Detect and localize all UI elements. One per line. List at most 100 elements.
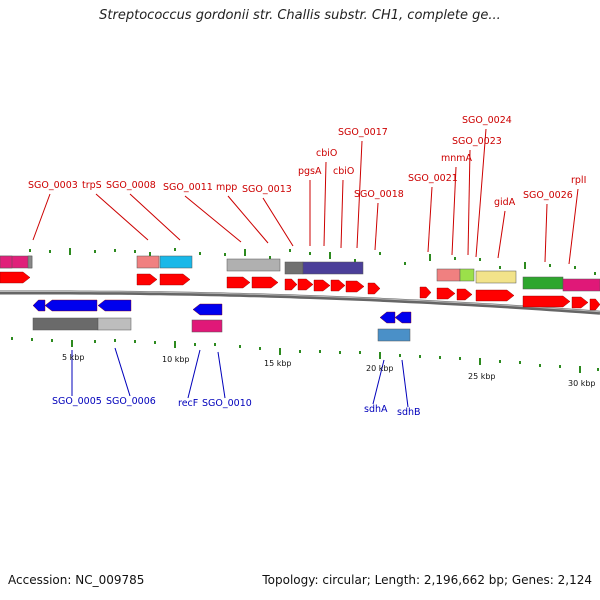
- top-leader-line: [340, 179, 344, 249]
- forward-gene-arrow: [226, 276, 251, 289]
- forward-gene-arrow: [589, 298, 600, 311]
- reverse-gene-arrow: [192, 303, 223, 316]
- scale-label: 20 kbp: [366, 364, 394, 373]
- top-gene-label: mnmA: [441, 153, 473, 164]
- top-gene-label: SGO_0021: [408, 173, 458, 184]
- forward-gene-arrow: [419, 286, 432, 299]
- diagram-title: Streptococcus gordonii str. Challis subs…: [99, 8, 501, 23]
- top-leader-line: [129, 193, 181, 241]
- top-leader-line: [427, 186, 433, 253]
- feature-box: [284, 261, 304, 275]
- top-leader-line: [568, 188, 579, 265]
- bottom-leader-line: [114, 347, 131, 397]
- top-gene-label: SGO_0008: [106, 180, 156, 191]
- feature-box: [522, 276, 564, 290]
- top-gene-label: SGO_0011: [163, 182, 213, 193]
- feature-box: [0, 255, 13, 269]
- feature-box: [226, 258, 281, 272]
- top-leader-line: [475, 128, 487, 258]
- forward-gene-arrow: [456, 288, 473, 301]
- forward-gene-arrow: [136, 273, 158, 286]
- forward-gene-arrow: [475, 289, 515, 302]
- feature-box: [436, 268, 461, 282]
- reverse-gene-arrow: [379, 311, 396, 324]
- top-gene-label: mpp: [216, 182, 237, 193]
- top-gene-label: cbiO: [316, 148, 337, 159]
- top-gene-label: gidA: [494, 197, 516, 208]
- feature-box: [562, 278, 600, 292]
- forward-gene-arrow: [284, 278, 298, 291]
- scale-label: 10 kbp: [162, 355, 190, 364]
- top-gene-label: pgsA: [298, 166, 322, 177]
- bottom-leader-line: [372, 359, 385, 405]
- top-gene-label: SGO_0023: [452, 136, 502, 147]
- feature-box: [27, 255, 33, 269]
- top-leader-line: [227, 195, 269, 244]
- top-leader-line: [467, 149, 471, 256]
- backbone-highlight: [0, 291, 600, 313]
- top-gene-label: SGO_0018: [354, 189, 404, 200]
- top-gene-label: SGO_0013: [242, 184, 292, 195]
- bottom-leader-line: [401, 359, 409, 408]
- bottom-gene-label: sdhA: [364, 404, 388, 415]
- forward-gene-arrow: [0, 271, 31, 284]
- bottom-gene-label: sdhB: [397, 407, 421, 418]
- forward-gene-arrow: [297, 278, 314, 291]
- forward-gene-arrow: [571, 296, 589, 309]
- feature-tracks: [0, 255, 600, 342]
- feature-box: [377, 328, 411, 342]
- feature-box: [191, 319, 223, 333]
- top-leader-line: [451, 166, 457, 256]
- top-gene-label: SGO_0017: [338, 127, 388, 138]
- label-leader-lines: [32, 128, 579, 408]
- backbone: [0, 290, 600, 315]
- bottom-leader-line: [187, 349, 201, 399]
- scale-label: 30 kbp: [568, 379, 596, 388]
- reverse-gene-arrow: [44, 299, 98, 312]
- top-gene-label: trpS: [82, 180, 102, 191]
- forward-gene-arrow: [159, 273, 191, 286]
- forward-gene-arrow: [251, 276, 279, 289]
- backbone-line: [0, 290, 600, 315]
- reverse-gene-arrow: [394, 311, 412, 324]
- tick-marks: [11, 248, 599, 373]
- top-leader-line: [184, 195, 242, 243]
- top-gene-label: SGO_0024: [462, 115, 512, 126]
- scale-label: 15 kbp: [264, 359, 292, 368]
- scale-label: 5 kbp: [62, 353, 84, 362]
- bottom-gene-label: recF: [178, 398, 198, 409]
- feature-box: [97, 317, 132, 331]
- feature-box: [302, 261, 364, 275]
- reverse-gene-arrow: [97, 299, 132, 312]
- top-leader-line: [544, 203, 548, 263]
- gene-arrows: [0, 271, 600, 324]
- top-gene-label: cbiO: [333, 166, 354, 177]
- bottom-gene-label: SGO_0006: [106, 396, 156, 407]
- feature-box: [475, 270, 517, 284]
- forward-gene-arrow: [367, 282, 381, 295]
- feature-box: [136, 255, 160, 269]
- top-gene-label: SGO_0026: [523, 190, 573, 201]
- top-leader-line: [356, 140, 363, 249]
- forward-gene-arrow: [330, 279, 346, 292]
- bottom-leader-line: [217, 351, 226, 399]
- forward-gene-arrow: [345, 280, 365, 293]
- forward-gene-arrow: [522, 295, 571, 308]
- feature-box: [159, 255, 193, 269]
- feature-box: [459, 268, 475, 282]
- scale-label: 25 kbp: [468, 372, 496, 381]
- forward-gene-arrow: [313, 279, 331, 292]
- accession-text: Accession: NC_009785: [8, 573, 145, 587]
- bottom-gene-label: SGO_0010: [202, 398, 252, 409]
- scale-labels: 5 kbp 10 kbp 15 kbp 20 kbp 25 kbp 30 kbp: [62, 353, 596, 388]
- forward-gene-arrow: [436, 287, 456, 300]
- top-leader-line: [32, 193, 51, 241]
- top-leader-line: [497, 210, 506, 259]
- top-gene-label: rplI: [571, 175, 586, 186]
- bottom-gene-label: SGO_0005: [52, 396, 102, 407]
- reverse-gene-arrow: [32, 299, 46, 312]
- genome-summary: Topology: circular; Length: 2,196,662 bp…: [262, 573, 592, 587]
- top-gene-label: SGO_0003: [28, 180, 78, 191]
